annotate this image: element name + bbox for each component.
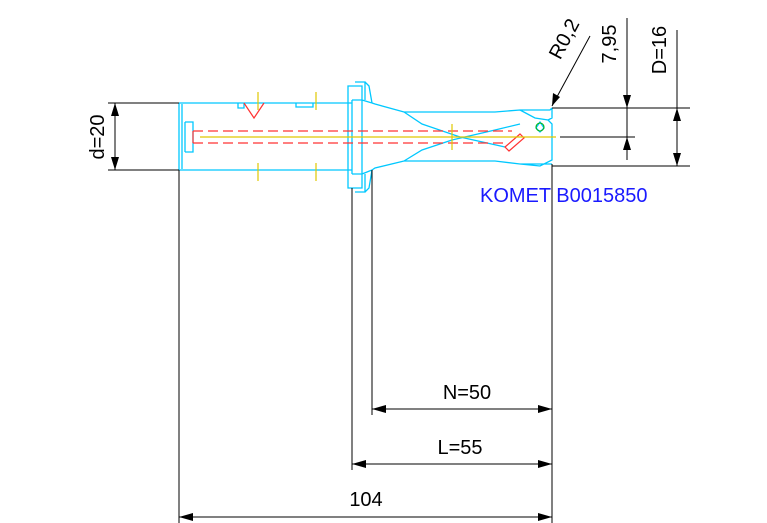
arrow-n-right <box>538 405 552 413</box>
label-n-length: N=50 <box>443 382 491 404</box>
coolant-outlet <box>192 102 525 152</box>
arrow-l-right <box>538 460 552 468</box>
arrow-104-right <box>538 513 552 521</box>
radius-leader <box>551 35 591 107</box>
label-cutting-diameter: D=16 <box>649 26 671 74</box>
insert-marker <box>535 122 545 132</box>
arrow-795-top <box>623 95 631 108</box>
coolant-outlet-tip <box>504 133 525 152</box>
coolant-channels <box>193 130 512 144</box>
label-shank-diameter: d=20 <box>87 114 109 159</box>
arrow-d-bottom <box>111 157 119 170</box>
product-title: KOMET B0015850 <box>480 185 648 207</box>
arrow-radius <box>552 93 560 106</box>
arrowheads <box>111 93 681 521</box>
dimension-lines <box>108 18 690 523</box>
arrow-D-bottom <box>673 153 681 166</box>
label-overall-length: 104 <box>349 489 382 511</box>
tool-body <box>178 81 553 193</box>
arrow-104-left <box>179 513 193 521</box>
arrow-795-bottom <box>623 137 631 150</box>
coolant-v-mark <box>243 102 265 120</box>
center-lines <box>200 92 556 181</box>
arrow-l-left <box>352 460 366 468</box>
arrow-n-left <box>372 405 386 413</box>
arrow-d-top <box>111 103 119 116</box>
arrow-D-top <box>673 108 681 121</box>
label-l-length: L=55 <box>437 437 482 459</box>
label-tip-offset: 7,95 <box>599 25 621 64</box>
label-tip-radius: R0,2 <box>545 15 584 63</box>
insert-circle <box>535 122 545 132</box>
